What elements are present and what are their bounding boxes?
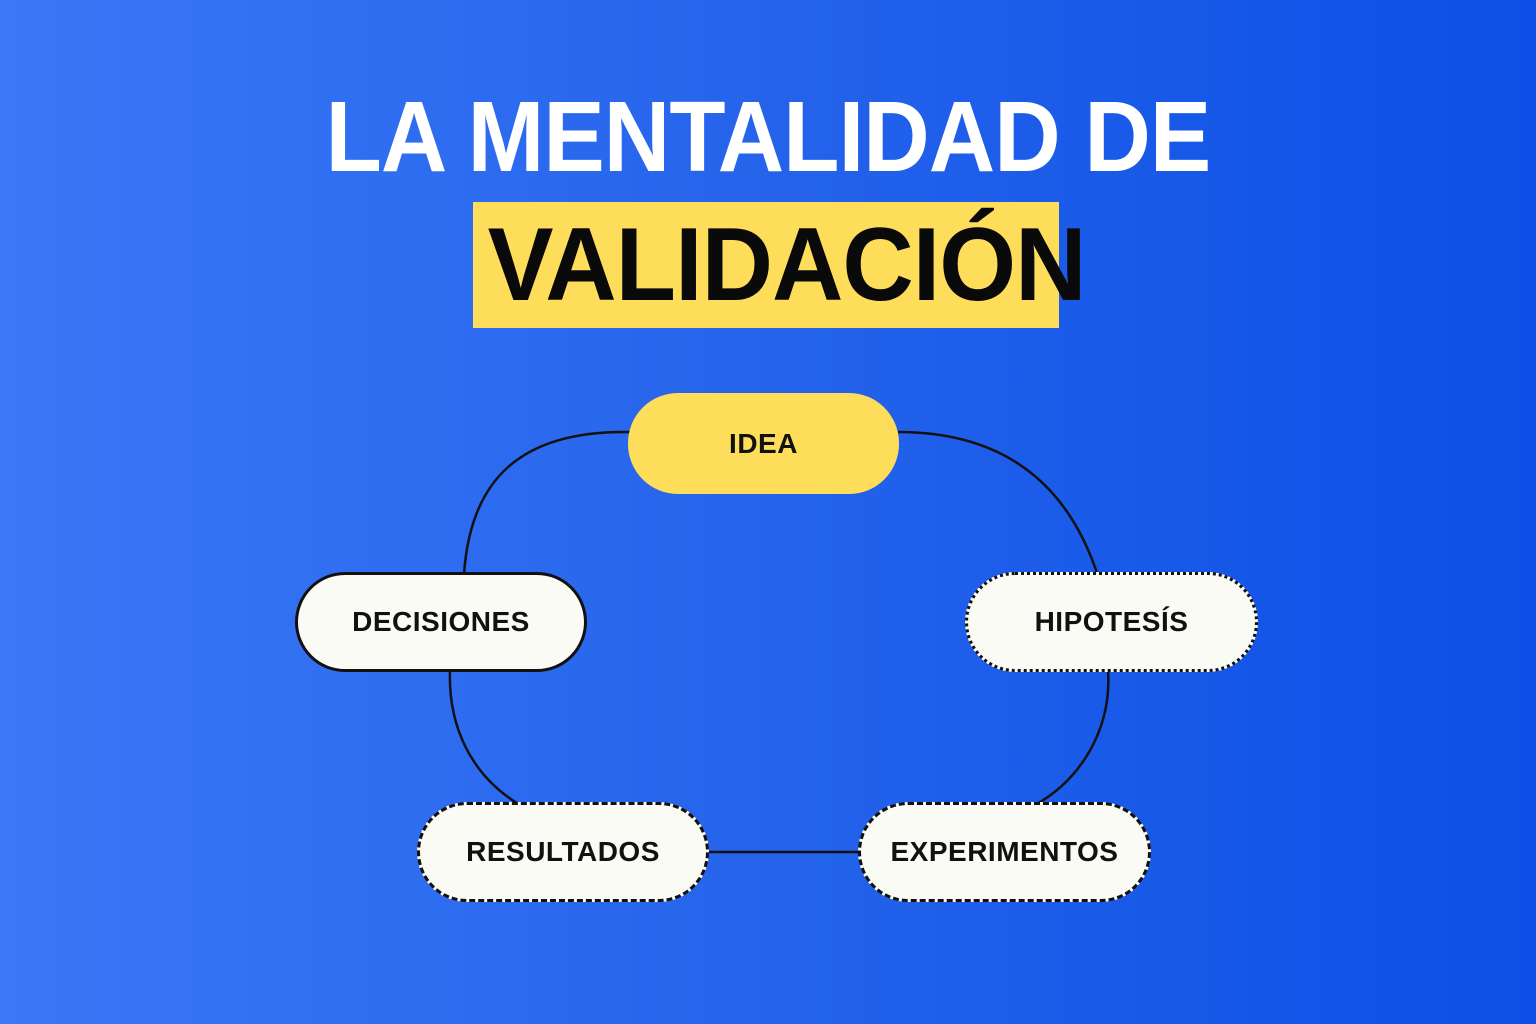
connector-resultados-decisiones — [448, 669, 521, 807]
connector-idea-hipotesis — [897, 430, 1100, 577]
cycle-node-decisiones-label: DECISIONES — [352, 606, 530, 637]
cycle-node-idea: IDEA — [628, 393, 899, 494]
connector-idea-decisiones — [462, 430, 631, 576]
cycle-node-idea-label: IDEA — [729, 427, 798, 459]
cycle-node-hipotesis-label: HIPOTESÍS — [1034, 606, 1189, 637]
cycle-node-hipotesis: HIPOTESÍS — [965, 572, 1258, 672]
cycle-node-resultados: RESULTADOS — [417, 802, 709, 902]
cycle-node-experimentos: EXPERIMENTOS — [858, 802, 1151, 902]
cycle-node-decisiones: DECISIONES — [295, 572, 587, 672]
cycle-node-experimentos-label: EXPERIMENTOS — [890, 836, 1119, 867]
title-line-2: VALIDACIÓN — [487, 207, 1087, 323]
title-line-1: LA MENTALIDAD DE — [325, 81, 1212, 193]
connector-hipotesis-experimentos — [1034, 669, 1110, 807]
title-highlight-box — [473, 202, 1059, 328]
cycle-node-resultados-label: RESULTADOS — [466, 836, 660, 867]
